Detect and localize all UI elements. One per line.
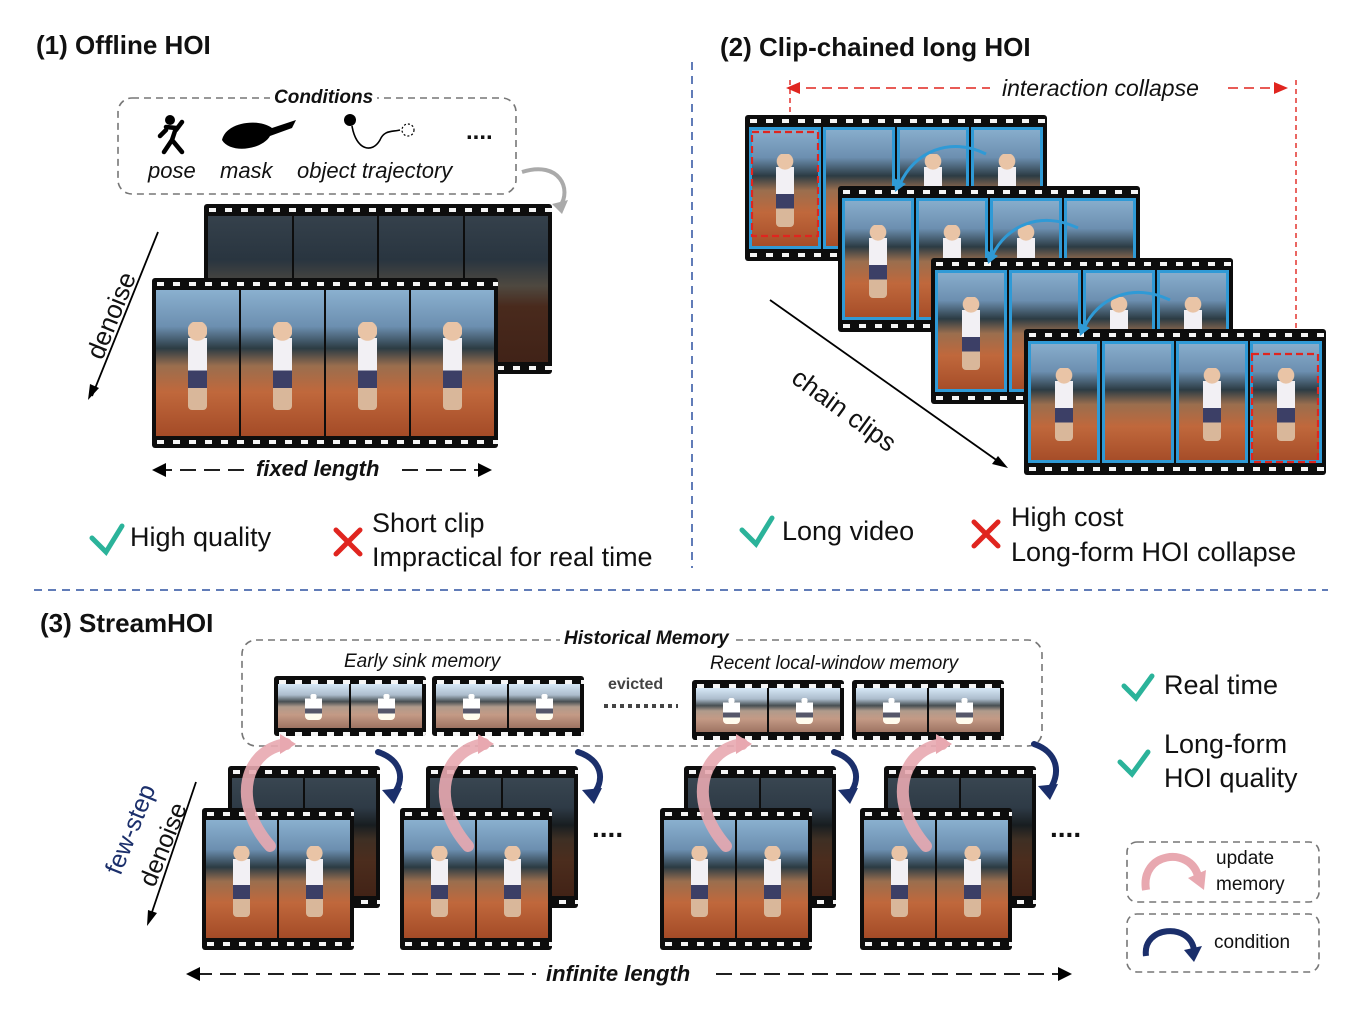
legend-update-2: memory [1216, 874, 1285, 895]
check-icon [89, 523, 125, 557]
memory-clip-sink-2 [432, 676, 584, 736]
panel1-con-2: Impractical for real time [372, 542, 653, 572]
panel2-con-2: Long-form HOI collapse [1011, 537, 1297, 567]
fixed-length-label: fixed length [256, 456, 380, 481]
check-icon [1117, 749, 1151, 778]
panel2-pro: Long video [782, 516, 915, 546]
panel2-title: (2) Clip-chained long HOI [720, 32, 1031, 62]
trajectory-icon [344, 114, 415, 149]
cross-icon [971, 519, 1001, 549]
condition-mask: mask [220, 158, 273, 183]
legend-condition: condition [1214, 932, 1291, 953]
stream-chunk-4 [860, 808, 1012, 950]
legend-update-1: update [1216, 848, 1275, 869]
pose-icon [157, 115, 185, 155]
recent-window-label: Recent local-window memory [710, 653, 959, 674]
condition-trajectory: object trajectory [297, 158, 453, 183]
conditions-more: .... [466, 118, 493, 145]
panel1-graphics [88, 97, 568, 557]
generated-clip [152, 278, 498, 448]
mask-icon [222, 120, 296, 149]
stream-more-2: .... [1050, 812, 1082, 843]
memory-clip-recent-2 [852, 680, 1004, 740]
chain-clip-4 [1024, 329, 1326, 475]
horizontal-divider [34, 589, 1328, 591]
early-sink-label: Early sink memory [344, 651, 501, 672]
panel1-pro: High quality [130, 522, 272, 552]
evicted-label: evicted [608, 676, 664, 693]
check-icon [739, 515, 775, 549]
panel2-marks [739, 515, 1001, 549]
stream-chunk-3 [660, 808, 812, 950]
panel3-pro-2b: HOI quality [1164, 763, 1298, 793]
panel1-con-1: Short clip [372, 508, 485, 538]
conditions-title: Conditions [270, 87, 378, 109]
stream-chunk-2 [400, 808, 552, 950]
stream-chunk-1 [202, 808, 354, 950]
memory-clip-recent-1 [692, 680, 844, 740]
cross-icon [333, 527, 363, 557]
vertical-divider [691, 62, 693, 568]
infinite-length-label: infinite length [546, 961, 691, 986]
panel3-pro-2a: Long-form [1164, 729, 1288, 759]
memory-clip-sink-1 [274, 676, 426, 736]
panel3-pro-1: Real time [1164, 670, 1279, 700]
update-memory-arrow-icon [1141, 853, 1202, 891]
condition-pose: pose [148, 158, 196, 183]
panel2-overlay [750, 130, 1320, 464]
interaction-collapse-label: interaction collapse [1002, 75, 1199, 101]
panel1-title: (1) Offline HOI [36, 30, 211, 60]
memory-arrows [240, 734, 1059, 852]
panel3-title: (3) StreamHOI [40, 608, 214, 638]
check-icon [1121, 673, 1155, 702]
panel2-graphics [769, 80, 1297, 468]
historical-memory-title: Historical Memory [560, 628, 733, 650]
condition-arrow-icon [1142, 928, 1197, 957]
panel2-con-1: High cost [1011, 502, 1124, 532]
stream-more-1: .... [592, 812, 624, 843]
